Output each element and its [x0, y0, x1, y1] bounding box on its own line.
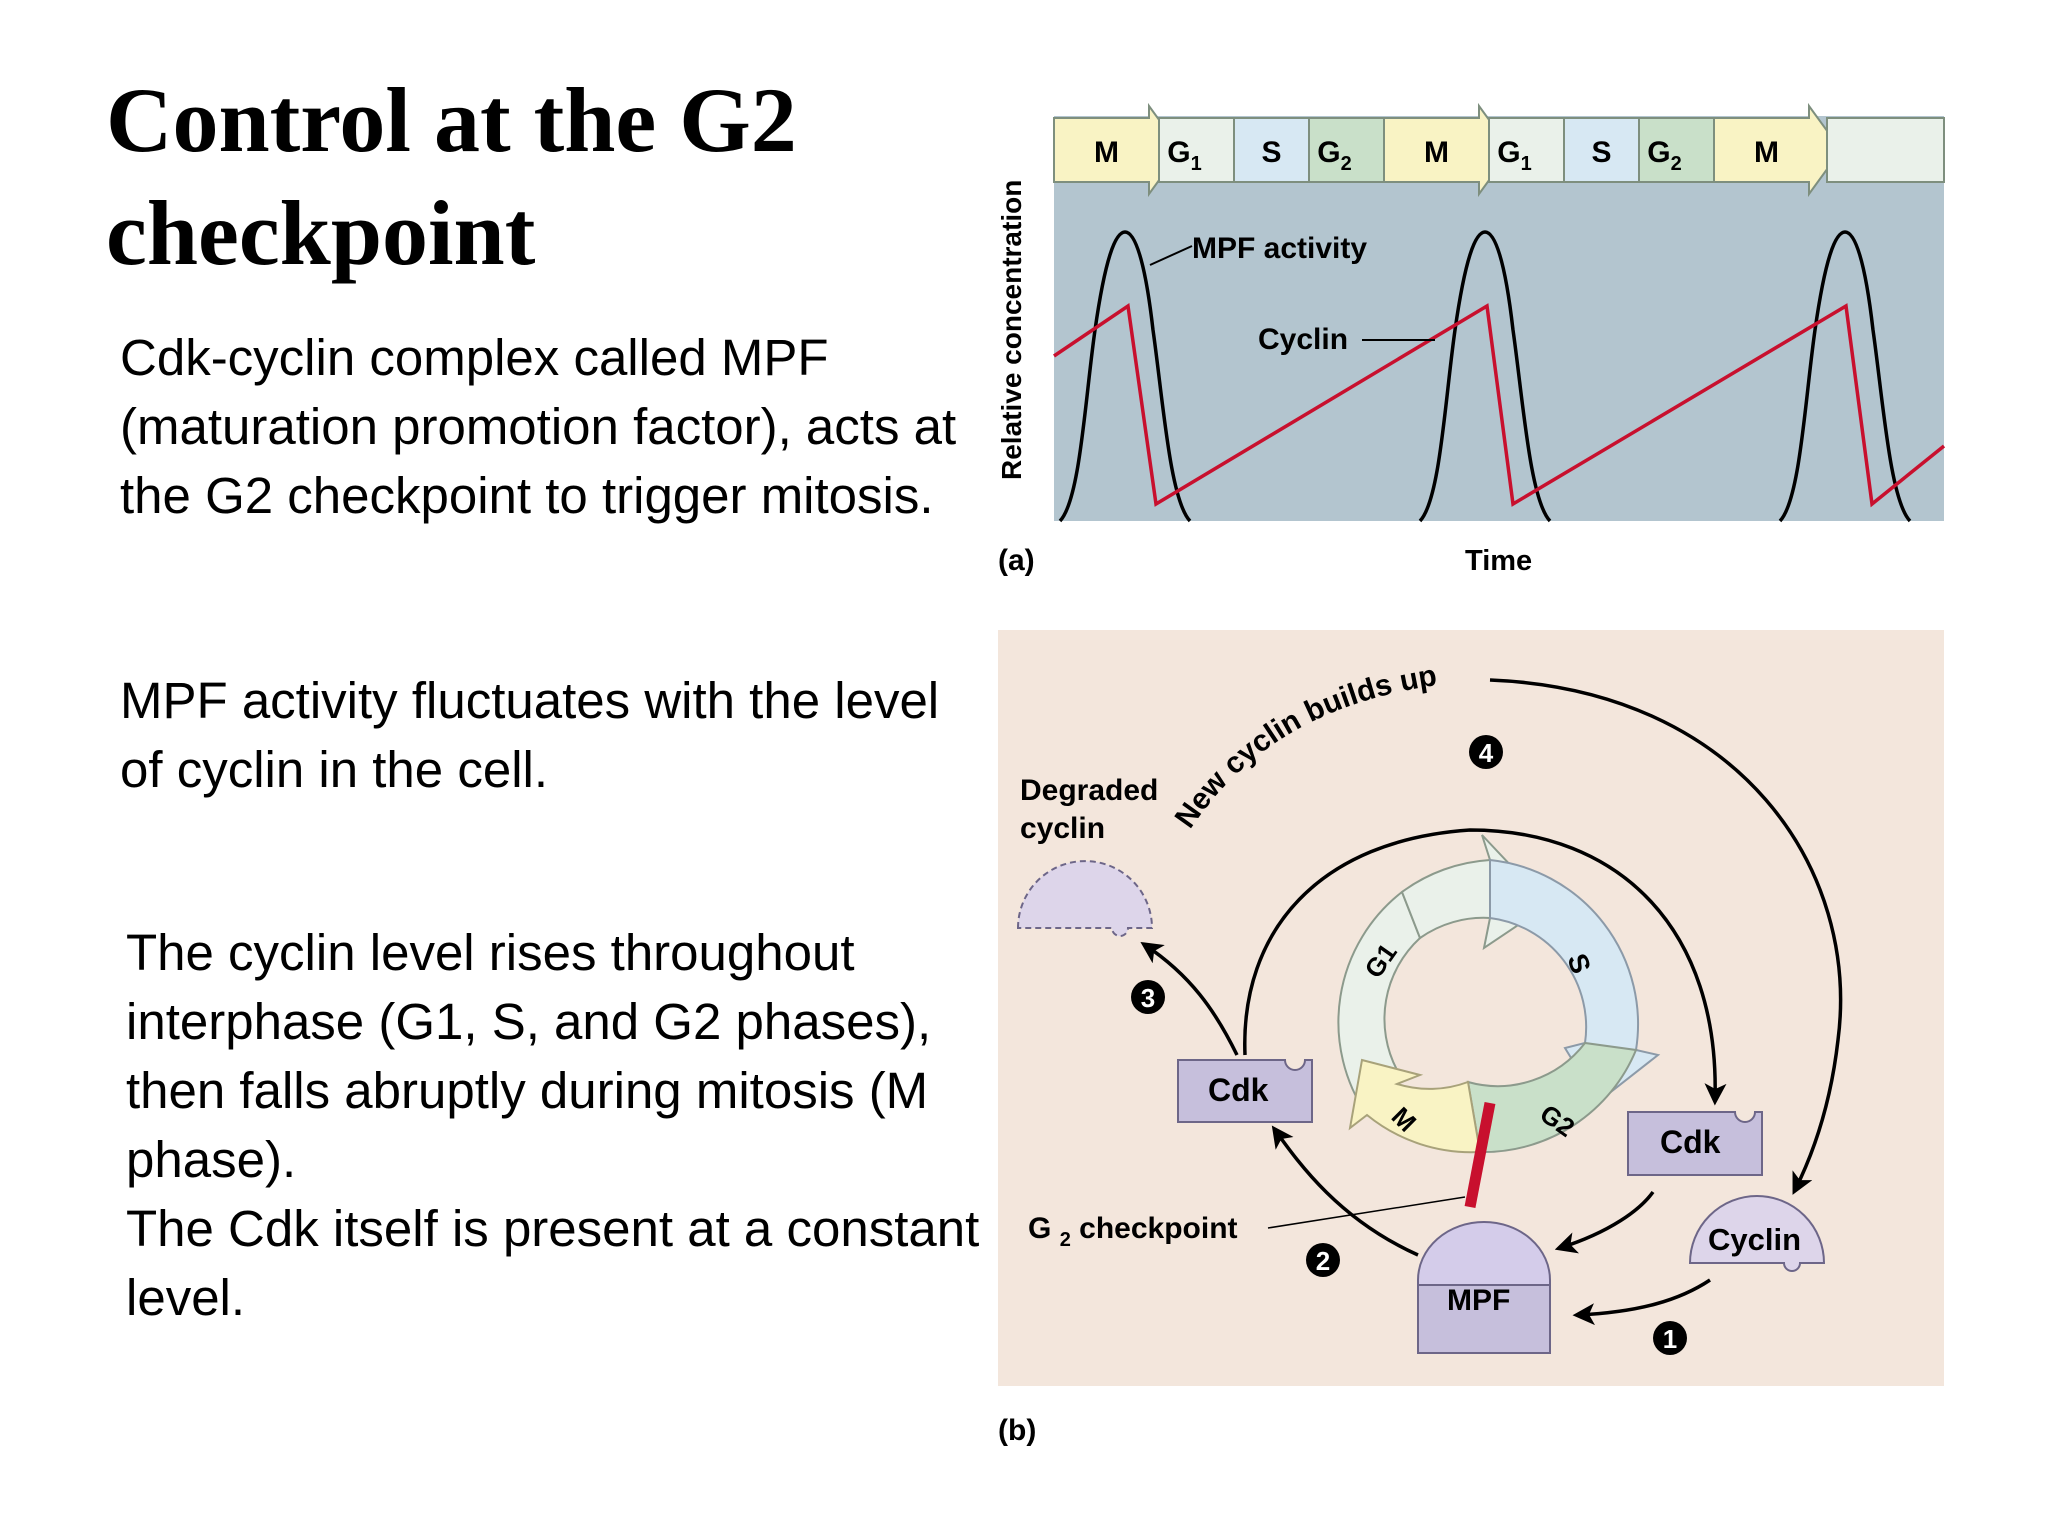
step-badge-2-circle: [1306, 1243, 1340, 1277]
cell-cycle-ring: G1 S G2 M: [1337, 834, 1661, 1209]
checkpoint-sub: 2: [1060, 1229, 1071, 1251]
mpf-activity-curve: [1058, 230, 1192, 523]
cdk-right-shape: [1627, 1111, 1763, 1176]
step-badge-2: 2: [1306, 1243, 1340, 1277]
mpf-activity-curve: [1418, 230, 1552, 523]
degraded-label-line1: Degraded: [1020, 774, 1158, 807]
mpf-label-leader: [1149, 245, 1193, 266]
phase-label-subscript: 2: [1341, 153, 1352, 175]
phase-label-s: S: [1261, 136, 1281, 169]
phase-label-m: M: [1424, 136, 1449, 169]
g2-checkpoint-bar: [1464, 1101, 1496, 1209]
phase-label-subscript: 1: [1521, 153, 1532, 175]
step-1-number: 1: [1663, 1324, 1677, 1354]
title-line-2: checkpoint: [106, 182, 536, 284]
step-badge-1: 1: [1653, 1321, 1687, 1355]
mpf-cyclin-part: [1417, 1221, 1551, 1286]
step-badge-1-circle: [1653, 1321, 1687, 1355]
cdk-right: Cdk: [1627, 1111, 1763, 1176]
phase-segment-trailing: [1826, 117, 1945, 183]
step-badge-4: 4: [1469, 735, 1503, 769]
cyclin-to-mpf-arrow: [1572, 1278, 1711, 1326]
paragraph-cdk-constant-text: The Cdk itself is present at a constant …: [126, 1200, 980, 1326]
phase-segment-m: [1713, 102, 1843, 198]
cyclin-shape: [1688, 1195, 1826, 1272]
degraded-label-line2: cyclin: [1020, 812, 1105, 845]
step-3-number: 3: [1141, 983, 1155, 1013]
mpf-activity-label: MPF activity: [1192, 232, 1367, 265]
inner-loop-arrow: [1243, 828, 1727, 1106]
mpf-label: MPF: [1447, 1284, 1510, 1317]
graph-background: [1054, 116, 1944, 521]
mpf-activity-curve: [1778, 230, 1912, 523]
phase-label-subscript: 1: [1191, 153, 1202, 175]
step-badge-4-circle: [1469, 735, 1503, 769]
cyclin-curve: [1053, 302, 1946, 508]
cyclin-protein: Cyclin: [1688, 1195, 1826, 1272]
paragraph-mpf-fluctuation: MPF activity fluctuates with the level o…: [120, 672, 940, 798]
cdk-left-label: Cdk: [1208, 1072, 1269, 1108]
slide-title: Control at the G2 checkpoint: [106, 64, 986, 290]
panel-b-label: (b): [998, 1414, 1036, 1447]
checkpoint-g: G: [1028, 1212, 1051, 1245]
phase-label-m: M: [1754, 136, 1779, 169]
step-badge-3-circle: [1131, 980, 1165, 1014]
panel-a-label: (a): [998, 544, 1035, 577]
paragraph-cyclin-level: The cyclin level rises throughout interp…: [126, 918, 986, 1332]
mpf-to-cdk-arrow: [1271, 1125, 1419, 1257]
x-axis-label: Time: [1465, 545, 1532, 577]
mpf-cdk-part: [1417, 1284, 1551, 1354]
title-line-1: Control at the G2: [106, 69, 797, 171]
degraded-cyclin-label: Degraded cyclin: [1020, 774, 1167, 845]
paragraph-mpf-definition: Cdk-cyclin complex called MPF (maturatio…: [120, 329, 957, 524]
y-axis-label: Relative concentration: [996, 180, 1027, 480]
checkpoint-rest: checkpoint: [1079, 1212, 1237, 1245]
g2-checkpoint-label: G 2 checkpoint: [1028, 1212, 1238, 1253]
graph-plot: MPF activity Cyclin: [1053, 230, 1946, 523]
degraded-cyclin-shape: [1016, 860, 1154, 937]
phase-label-subscript: 2: [1671, 153, 1682, 175]
cdk-right-label: Cdk: [1660, 1124, 1721, 1160]
mpf-complex: MPF: [1417, 1221, 1551, 1354]
phase-label-g1: G1: [1167, 136, 1201, 175]
cyclin-label: Cyclin: [1258, 323, 1348, 356]
checkpoint-leader: [1267, 1196, 1466, 1229]
phase-label-m: M: [1094, 136, 1119, 169]
step-2-number: 2: [1316, 1246, 1330, 1276]
m-segment: [1348, 1058, 1482, 1154]
degrade-arrow: [1140, 941, 1239, 1056]
cdk-to-mpf-arrow: [1554, 1190, 1655, 1254]
step-badge-3: 3: [1131, 980, 1165, 1014]
paragraph-cyclin-level-text: The cyclin level rises throughout interp…: [126, 924, 932, 1188]
cyclin-protein-label: Cyclin: [1708, 1222, 1801, 1257]
cdk-left-shape: [1177, 1059, 1313, 1123]
phase-label-s: S: [1591, 136, 1611, 169]
phase-label-g1: G1: [1497, 136, 1531, 175]
step-4-number: 4: [1479, 738, 1494, 768]
panel-b: G1 S G2 M New cyclin builds up Degraded …: [998, 630, 1944, 1447]
cdk-left: Cdk: [1177, 1059, 1313, 1123]
new-cyclin-outer-arrow: [1489, 678, 1843, 1195]
